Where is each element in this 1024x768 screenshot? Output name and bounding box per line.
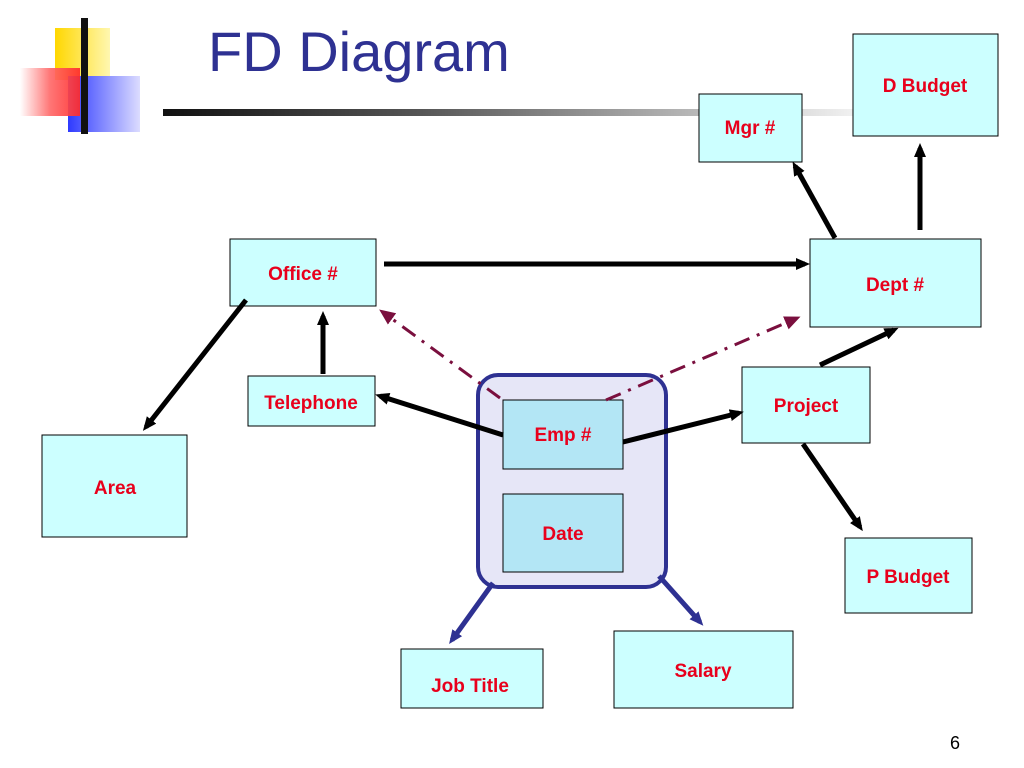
node-d-budget: D Budget xyxy=(852,33,999,137)
node-mgr: Mgr # xyxy=(698,93,803,163)
node-date: Date xyxy=(502,493,624,573)
node-telephone-label: Telephone xyxy=(264,393,358,414)
node-job-title: Job Title xyxy=(400,648,544,709)
arrow-group-to-job-title xyxy=(449,581,496,645)
node-emp: Emp # xyxy=(502,399,624,470)
node-telephone: Telephone xyxy=(247,375,376,427)
arrow-emp-to-project xyxy=(622,409,744,445)
node-mgr-label: Mgr # xyxy=(725,118,776,139)
title-underline xyxy=(163,109,893,116)
node-area: Area xyxy=(41,434,188,538)
node-p-budget: P Budget xyxy=(844,537,973,614)
page-number: 6 xyxy=(950,733,961,753)
page-title: FD Diagram xyxy=(208,20,510,83)
arrow-project-to-p-budget xyxy=(800,442,863,532)
logo-black-bar xyxy=(81,18,88,134)
node-dept: Dept # xyxy=(809,238,982,328)
node-salary-label: Salary xyxy=(674,661,731,682)
node-area-label: Area xyxy=(94,478,137,499)
arrow-group-to-salary xyxy=(657,574,704,626)
arrow-dept-to-mgr xyxy=(792,161,838,240)
node-dept-label: Dept # xyxy=(866,275,925,296)
node-job-title-label: Job Title xyxy=(431,676,509,697)
node-d-budget-label: D Budget xyxy=(883,76,968,97)
slide-logo xyxy=(20,18,140,134)
node-office-label: Office # xyxy=(268,264,338,285)
node-office: Office # xyxy=(229,238,377,307)
node-emp-label: Emp # xyxy=(534,425,591,446)
node-project: Project xyxy=(741,366,871,444)
node-project-label: Project xyxy=(774,396,839,417)
logo-red-square xyxy=(20,68,80,116)
arrow-emp-to-telephone xyxy=(375,393,504,438)
arrow-project-to-dept xyxy=(818,327,899,368)
arrow-office-to-area xyxy=(142,298,248,431)
node-salary: Salary xyxy=(613,630,794,709)
node-date-label: Date xyxy=(542,524,583,545)
node-p-budget-label: P Budget xyxy=(866,567,950,588)
arrow-emp-to-office-transitive xyxy=(379,309,501,400)
